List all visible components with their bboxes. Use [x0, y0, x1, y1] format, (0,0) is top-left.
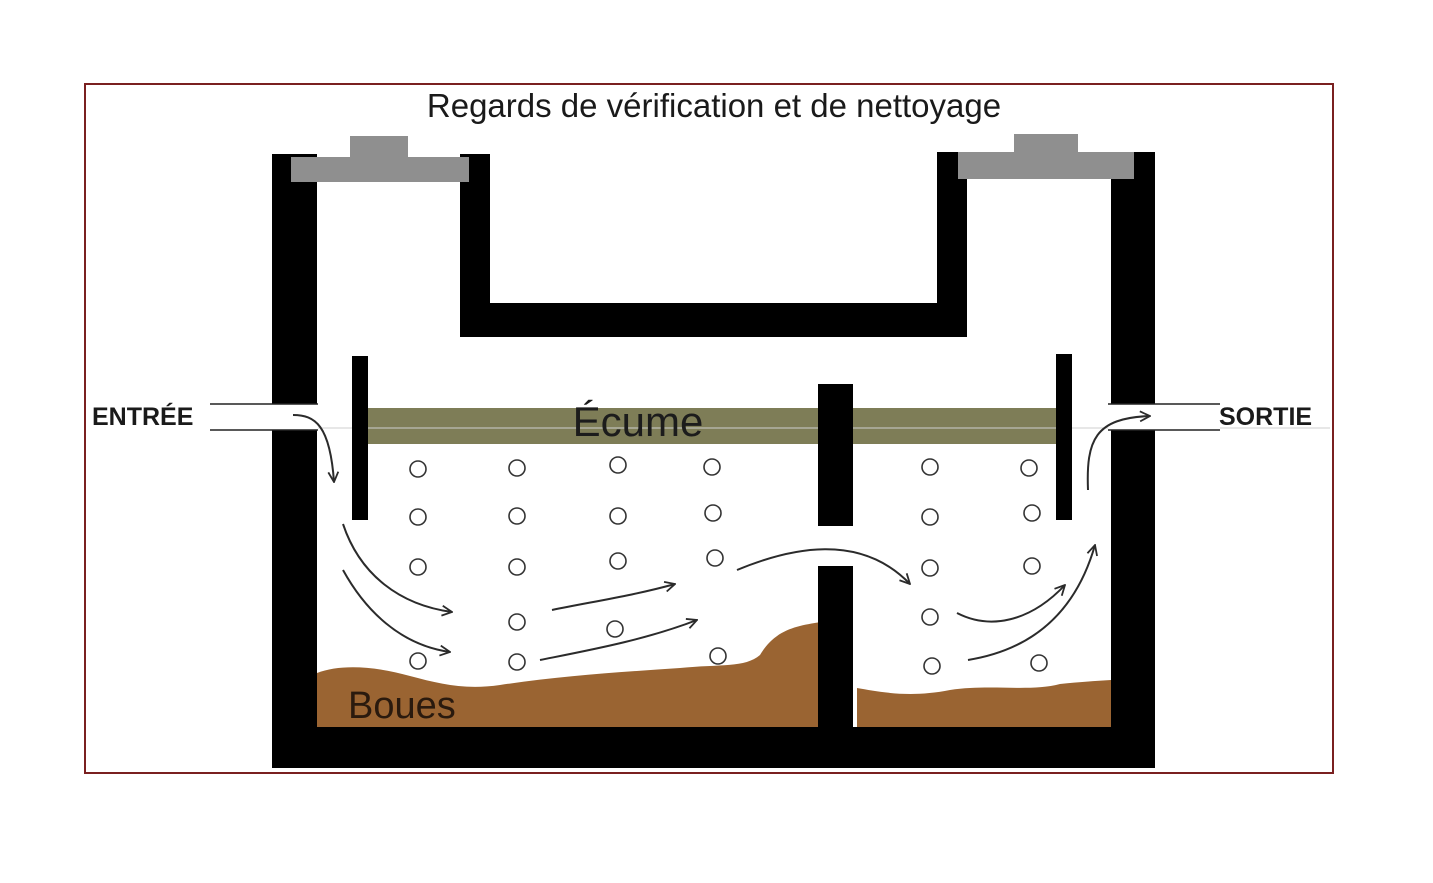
inlet-flow-arrow: [292, 414, 334, 482]
bubble: [609, 456, 627, 474]
flow-arrow-through-partition: [736, 548, 910, 584]
bubble: [609, 507, 627, 525]
right-wall-lower: [1111, 428, 1155, 768]
flow-arrow: [956, 585, 1065, 623]
scum-layer-left: [365, 408, 821, 444]
scum-label: Écume: [573, 398, 704, 445]
flow-arrow: [342, 569, 450, 652]
bubble: [921, 608, 939, 626]
bubble: [508, 653, 526, 671]
bubble: [709, 647, 727, 665]
right-wall-upper: [1111, 152, 1155, 404]
sludge-label: Boues: [348, 685, 456, 727]
bubble: [1023, 504, 1041, 522]
bubble: [508, 507, 526, 525]
diagram-title: Regards de vérification et de nettoyage: [427, 87, 1001, 124]
inlet-baffle: [352, 356, 368, 520]
inlet-label: ENTRÉE: [92, 402, 193, 431]
tank-walls: [272, 152, 1155, 768]
partition-upper: [818, 384, 853, 526]
manhole-lid-left: [291, 136, 469, 182]
bubble: [409, 652, 427, 670]
bubble: [508, 459, 526, 477]
bubble: [1020, 459, 1038, 477]
bubble: [409, 460, 427, 478]
left-wall-upper: [272, 154, 317, 404]
bubble: [606, 620, 624, 638]
gas-bubbles: [409, 456, 1048, 675]
bubble: [508, 558, 526, 576]
bubble: [921, 458, 939, 476]
outlet-baffle: [1056, 354, 1072, 520]
manhole-lid-right: [958, 134, 1134, 179]
left-wall-lower: [272, 428, 317, 768]
bubble: [703, 458, 721, 476]
bubble: [921, 559, 939, 577]
flow-arrow: [539, 620, 697, 661]
tank-floor: [272, 727, 1155, 768]
scum-layer-right: [852, 408, 1058, 444]
bubble: [409, 558, 427, 576]
partition-lower: [818, 566, 853, 728]
sludge-layer-right: [857, 680, 1111, 727]
bubble: [409, 508, 427, 526]
flow-arrow: [967, 545, 1095, 661]
bubble: [1030, 654, 1048, 672]
sludge-layer-left: [317, 622, 821, 727]
tank-roof: [460, 303, 967, 337]
inlet-pipe: [210, 403, 318, 431]
bubble: [706, 549, 724, 567]
outlet-pipe: [1108, 403, 1220, 431]
flow-arrow: [551, 584, 675, 611]
outlet-label: SORTIE: [1219, 403, 1312, 431]
bubble: [609, 552, 627, 570]
bubble: [1023, 557, 1041, 575]
bubble: [921, 508, 939, 526]
bubble: [704, 504, 722, 522]
outlet-flow-arrow: [1086, 416, 1150, 491]
bubble: [923, 657, 941, 675]
bubble: [508, 613, 526, 631]
flow-arrows: [292, 414, 1150, 661]
flow-arrow: [342, 523, 452, 612]
